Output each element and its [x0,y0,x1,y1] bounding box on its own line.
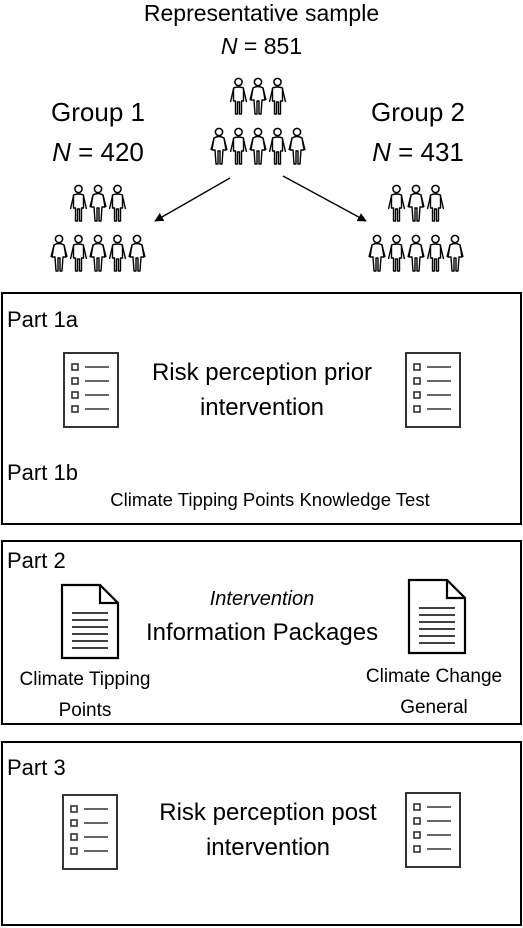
sample-title: Representative sample [143,0,380,26]
checklist-icon [62,794,118,870]
person-icon [407,184,425,222]
person-icon [249,77,267,115]
left-doc-line1: Climate Tipping [19,669,151,690]
part1-text-line2: intervention [199,394,325,421]
sample-n-symbol: N [220,33,238,59]
part1b-label: Part 1b [7,460,78,485]
person-icon [249,127,267,165]
person-icon [446,234,464,272]
part3-text-line2: intervention [205,834,331,861]
person-icon [89,184,107,222]
person-icon [426,234,445,272]
person-icon [288,127,306,165]
part3-label: Part 3 [7,755,66,780]
sample-n-value: = 851 [243,33,303,59]
information-packages-label: Information Packages [145,619,379,646]
person-icon [229,127,248,165]
person-icon [387,234,406,272]
checklist-icon [63,352,119,428]
document-icon [407,578,467,655]
sample-n: N = 851 [0,35,523,58]
group2-title: Group 2 [371,97,465,127]
left-doc-line2: Points [58,700,112,721]
checklist-icon [405,792,461,868]
person-icon [128,234,146,272]
person-icon [387,184,406,222]
person-icon [108,184,127,222]
part1-text-line1: Risk perception prior [151,359,373,386]
people-and-arrows [50,77,464,272]
intervention-label: Intervention [209,588,315,610]
group2-n-symbol: N [372,137,391,167]
checklist-icon [405,352,461,428]
person-icon [50,234,68,272]
group1-title: Group 1 [51,97,145,127]
group1-n-symbol: N [52,137,71,167]
group1-n: N = 420 [18,139,178,165]
document-icon [60,583,120,660]
person-icon [210,127,228,165]
group2-n: N = 431 [338,139,498,165]
knowledge-test-label: Climate Tipping Points Knowledge Test [110,489,430,510]
person-icon [426,184,445,222]
group1-n-value: = 420 [78,137,144,167]
arrow-icon [154,177,231,222]
arrow-icon [282,175,367,222]
person-icon [108,234,127,272]
person-icon [407,234,425,272]
person-icon [368,234,386,272]
part2-label: Part 2 [7,548,66,573]
part1a-label: Part 1a [7,307,78,332]
person-icon [268,127,287,165]
person-icon [69,234,88,272]
right-doc-line2: General [400,697,468,718]
person-icon [69,184,88,222]
person-icon [268,77,287,115]
person-icon [229,77,248,115]
group2-n-value: = 431 [398,137,464,167]
part3-text-line1: Risk perception post [159,799,377,826]
person-icon [89,234,107,272]
right-doc-line1: Climate Change [365,666,503,687]
